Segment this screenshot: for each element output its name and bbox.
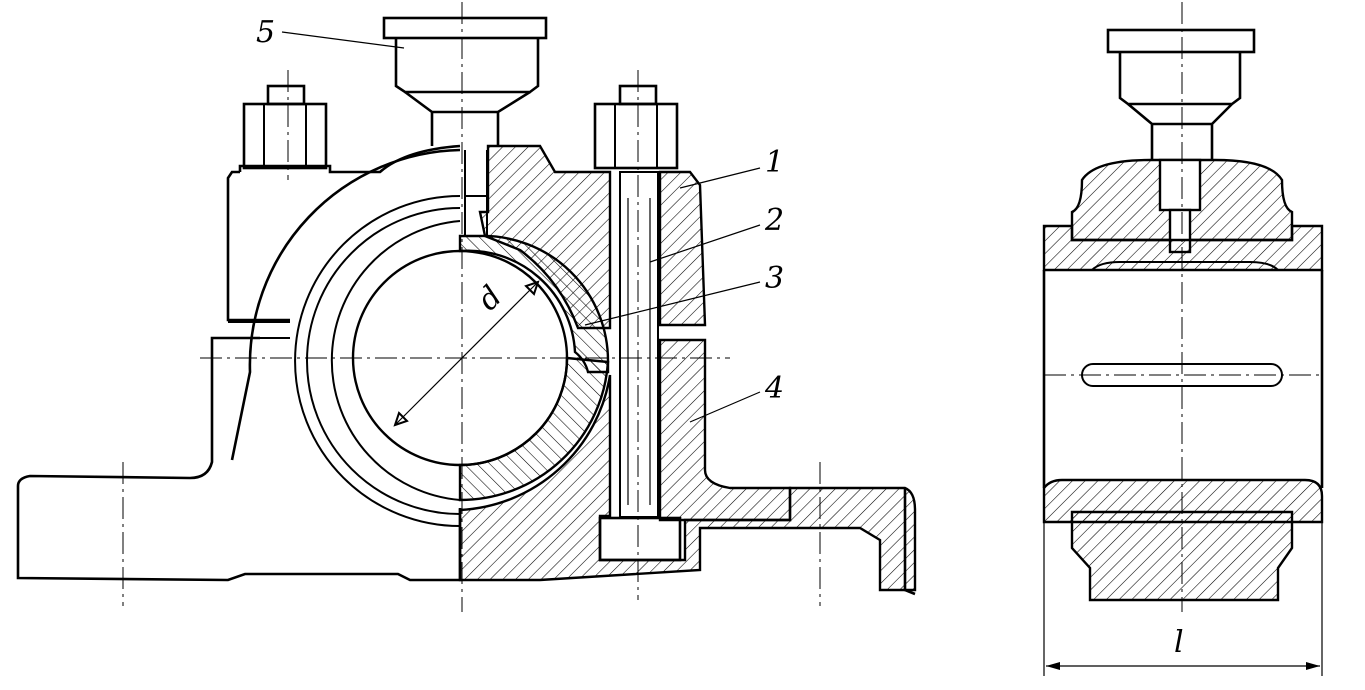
cap-section: [478, 144, 612, 330]
oil-cup-lid: [382, 16, 548, 40]
leader-1: [679, 167, 761, 189]
side-bushing-groove-top: [1091, 261, 1279, 271]
diameter-dimension-line: [394, 281, 539, 426]
housing-bore-outer: [230, 148, 461, 461]
side-oil-cup-body: [1118, 52, 1242, 160]
side-bushing-top: [1042, 224, 1324, 272]
oil-cup-body: [394, 38, 540, 94]
leader-3: [584, 281, 761, 326]
leader-2: [649, 224, 761, 263]
oil-cup-stem: [464, 150, 488, 236]
label-part-1: 1: [765, 145, 784, 180]
label-part-5: 5: [256, 15, 275, 50]
diameter-arrow: [393, 411, 409, 427]
housing-bore-ring-1: [294, 195, 461, 527]
length-label: l: [1174, 625, 1184, 660]
cap-section-right: [658, 170, 707, 327]
label-part-2: 2: [764, 203, 784, 238]
front-view: d 5 1 2 3 4: [16, 2, 917, 612]
bushing-lower-section: [458, 356, 610, 502]
housing-base-outline: [16, 336, 462, 582]
diameter-arrow-2: [524, 280, 540, 296]
housing-bore-ring-2: [306, 207, 461, 515]
side-oil-stem: [1158, 158, 1202, 212]
base-right-foot: [903, 488, 916, 596]
bolt-head: [598, 516, 682, 562]
length-arrow-right: [1306, 662, 1320, 670]
split-joint-left: [222, 321, 290, 339]
leader-5: [281, 31, 405, 49]
nut-left: [242, 102, 328, 170]
side-oil-cup-lid: [1106, 28, 1256, 54]
nut-left-washer: [266, 84, 306, 106]
leader-4: [689, 391, 761, 423]
base-section-boss: [658, 338, 792, 522]
oil-cup-neck: [404, 90, 531, 146]
housing-bore-ring-3: [330, 220, 461, 501]
label-part-3: 3: [765, 261, 784, 296]
bolt-shank: [619, 171, 659, 518]
length-arrow-left: [1046, 662, 1060, 670]
label-part-4: 4: [764, 371, 784, 406]
side-view: l: [1042, 2, 1324, 676]
nut-right: [593, 102, 679, 170]
